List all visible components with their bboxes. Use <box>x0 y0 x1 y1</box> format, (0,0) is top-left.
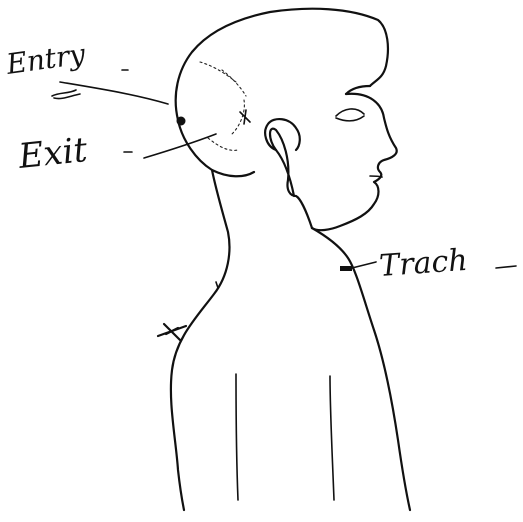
trach-label: Trach <box>378 243 469 284</box>
eye-upper <box>336 109 364 116</box>
head-back-contour <box>176 9 388 120</box>
nape-curve <box>178 120 254 176</box>
arm-line-left <box>236 374 238 500</box>
exit-label: Exit <box>16 130 90 177</box>
trach-dash <box>496 266 516 268</box>
trach-leader <box>352 262 376 268</box>
entry-arrow-scribble <box>52 90 80 99</box>
handwritten-labels: Entry Exit Trach <box>3 37 516 284</box>
eye-lower <box>336 116 364 121</box>
entry-wound-dot <box>177 117 186 126</box>
jaw-line <box>270 129 312 228</box>
body-outline <box>171 170 410 510</box>
entry-label: Entry <box>3 37 88 81</box>
face-profile <box>312 94 397 230</box>
entry-leader <box>60 82 168 104</box>
trach-wound-mark <box>340 266 352 271</box>
exit-leader <box>144 134 216 158</box>
back-tick-mark <box>216 282 218 288</box>
head-outline <box>176 9 397 230</box>
mouth-line <box>370 176 382 177</box>
exit-wound-mark <box>240 110 250 124</box>
arm-line-right <box>330 376 334 500</box>
